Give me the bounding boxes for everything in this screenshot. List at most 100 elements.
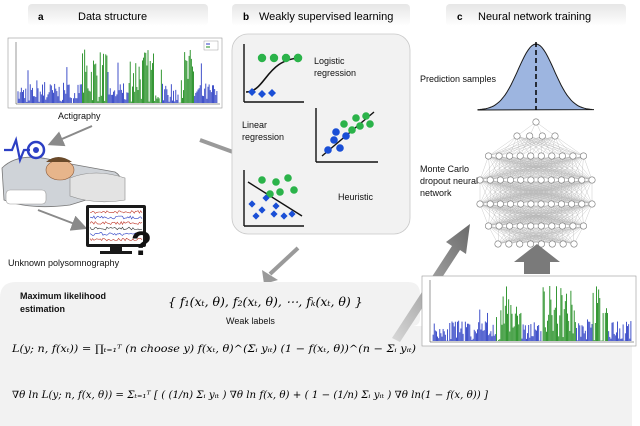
mc-label-1: Monte Carlo (420, 164, 469, 174)
nn-connection (520, 135, 556, 157)
nn-connection (479, 179, 542, 205)
nn-connection (552, 225, 584, 245)
nn-connection (520, 203, 593, 227)
nn-node (579, 152, 587, 160)
blue-point (258, 206, 266, 214)
nn-node (476, 200, 484, 208)
nn-connection (479, 179, 491, 205)
nn-connection (488, 203, 511, 227)
panel-c-header: c Neural network training (446, 4, 626, 26)
nn-connection (563, 225, 584, 245)
actigraphy-series (17, 49, 218, 103)
gradient-equation: ∇θ ln L(y; n, f(x, θ)) = Σₜ₌₁ᵀ [ ( (1/n)… (12, 390, 488, 401)
nn-node (527, 176, 535, 184)
nn-node (532, 118, 540, 126)
heuristic-label: Heuristic (338, 192, 374, 202)
nn-connection (479, 179, 572, 205)
nn-connection (516, 121, 537, 137)
nn-connection (479, 155, 489, 181)
nn-connection (516, 135, 542, 157)
nn-connection (541, 225, 584, 245)
nn-connection (490, 155, 584, 181)
nn-connection (562, 203, 593, 227)
nn-connection (554, 135, 574, 157)
blue-point (268, 89, 276, 97)
blue-point (342, 132, 350, 140)
nn-connection (479, 179, 531, 205)
mle-panel (0, 282, 632, 426)
prediction-distribution (477, 42, 595, 111)
psg-trace (89, 232, 143, 236)
nn-connection (581, 155, 584, 181)
actigraph-watch-icon (4, 136, 46, 164)
panel-b-title: Weakly supervised learning (259, 11, 393, 23)
nn-node (495, 152, 503, 160)
psg-trace (89, 215, 143, 220)
nn-node (557, 176, 565, 184)
nn-connection (479, 155, 563, 181)
nn-connection (488, 203, 491, 227)
nn-connection (479, 179, 582, 205)
blue-point (324, 146, 332, 154)
nn-connection (479, 179, 511, 205)
nn-connection (479, 155, 573, 181)
green-point (293, 53, 303, 63)
nn-connection (571, 155, 584, 181)
blue-point (288, 210, 296, 218)
nn-node (513, 132, 521, 140)
nn-connection (497, 225, 510, 245)
nn-node (588, 176, 596, 184)
mc-dropout-network (476, 118, 596, 248)
psg-monitor-icon (86, 205, 146, 254)
nn-node (547, 200, 555, 208)
actigraphy-label: Actigraphy (58, 111, 101, 121)
sleeping-person-illustration (1, 156, 126, 208)
nn-connection (583, 203, 593, 227)
nn-node (538, 132, 546, 140)
nn-connection (479, 155, 542, 181)
psg-trace (89, 237, 143, 242)
nn-node (558, 152, 566, 160)
nn-connection (509, 135, 518, 157)
nn-node (526, 132, 534, 140)
green-point (348, 126, 356, 134)
nn-connection (498, 135, 556, 157)
nn-connection (510, 179, 593, 205)
green-point (366, 120, 374, 128)
nn-connection (530, 135, 543, 157)
nn-node (537, 176, 545, 184)
nn-connection (541, 203, 593, 227)
arrow-data-to-network (514, 244, 560, 274)
nn-connection (479, 179, 501, 205)
blue-point (336, 144, 344, 152)
prediction-samples-label: Prediction samples (420, 74, 497, 84)
linear-label-2: regression (242, 132, 284, 142)
nn-connection (571, 179, 593, 205)
nn-node (579, 222, 587, 230)
nn-connection (561, 179, 593, 205)
nn-connection (509, 135, 543, 157)
nn-connection (583, 155, 593, 181)
nn-node (506, 152, 514, 160)
psg-trace (89, 210, 143, 214)
nn-connection (488, 203, 593, 227)
green-point (266, 190, 274, 198)
logistic-plot (243, 44, 304, 103)
weak-label-set: { f₁(xₜ, θ), f₂(xₜ, θ), ⋯, fₖ(xₜ, θ) } (168, 294, 363, 309)
nn-connection (535, 121, 556, 137)
nn-connection (554, 135, 584, 157)
green-point (356, 122, 364, 130)
nn-node (559, 240, 567, 248)
nn-connection (541, 155, 584, 181)
green-point (269, 53, 279, 63)
nn-node (517, 176, 525, 184)
blue-point (330, 136, 338, 144)
nn-connection (509, 135, 530, 157)
chart-legend (203, 40, 219, 51)
linear-plot (315, 108, 378, 163)
nn-connection (479, 203, 489, 227)
nn-node (516, 240, 524, 248)
heuristic-plot (243, 170, 304, 227)
nn-connection (479, 155, 531, 181)
